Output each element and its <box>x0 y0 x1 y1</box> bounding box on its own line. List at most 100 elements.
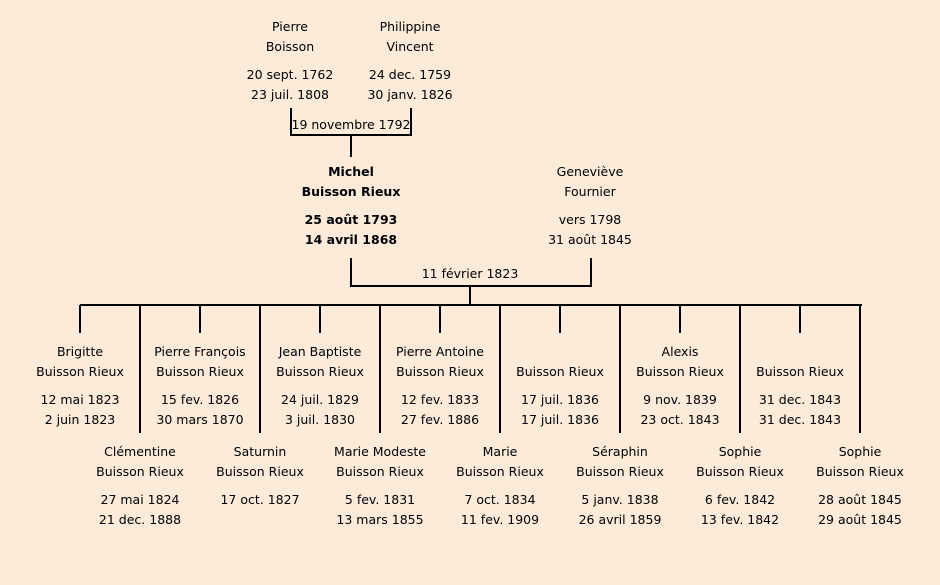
spacer <box>378 382 502 390</box>
death-date: 13 mars 1855 <box>336 512 424 527</box>
birth-date: 17 juil. 1836 <box>521 392 599 407</box>
person-first-name: Sophie <box>718 444 762 459</box>
person-first-name: Séraphin <box>592 444 648 459</box>
child-line <box>259 305 261 433</box>
person-first-name: Pierre François <box>154 344 246 359</box>
child-line <box>139 305 141 433</box>
child-tick <box>439 305 441 333</box>
child-tick <box>559 305 561 333</box>
death-date <box>198 510 322 530</box>
children-bar <box>80 304 862 306</box>
death-date: 23 oct. 1843 <box>640 412 720 427</box>
person-box[interactable]: Buisson Rieux 17 juil. 1836 17 juil. 1836 <box>498 342 622 430</box>
person-first-name: Michel <box>328 164 374 179</box>
marriage-bracket-right <box>590 258 592 287</box>
death-date: 31 août 1845 <box>548 232 632 247</box>
person-first-name: Alexis <box>661 344 699 359</box>
person-first-name: Sophie <box>838 444 882 459</box>
birth-date: 24 juil. 1829 <box>281 392 359 407</box>
birth-date: 9 nov. 1839 <box>643 392 717 407</box>
death-date: 17 juil. 1836 <box>521 412 599 427</box>
person-box[interactable]: Buisson Rieux 31 dec. 1843 31 dec. 1843 <box>738 342 862 430</box>
marriage-bracket-right <box>410 108 412 136</box>
person-last-name: Boisson <box>265 39 315 54</box>
marriage-bracket-left <box>350 258 352 287</box>
marriage-date-parents: 11 février 1823 <box>421 266 519 281</box>
death-date: 2 juin 1823 <box>44 412 116 427</box>
death-date: 11 fev. 1909 <box>460 512 540 527</box>
birth-date: 25 août 1793 <box>304 212 398 227</box>
child-line <box>859 305 861 433</box>
person-first-name: Brigitte <box>56 344 104 359</box>
child-line <box>739 305 741 433</box>
death-date: 31 dec. 1843 <box>758 412 842 427</box>
spacer <box>18 382 142 390</box>
death-date: 3 juil. 1830 <box>284 412 356 427</box>
death-date: 30 janv. 1826 <box>367 87 453 102</box>
death-date: 26 avril 1859 <box>578 512 662 527</box>
birth-date: 5 fev. 1831 <box>344 492 416 507</box>
person-last-name: Vincent <box>386 39 434 54</box>
person-last-name: Buisson Rieux <box>276 364 364 379</box>
person-first-name: Jean Baptiste <box>278 344 362 359</box>
birth-date: 31 dec. 1843 <box>758 392 842 407</box>
person-last-name: Buisson Rieux <box>516 364 604 379</box>
death-date: 27 fev. 1886 <box>400 412 480 427</box>
child-tick <box>199 305 201 333</box>
person-last-name: Buisson Rieux <box>396 364 484 379</box>
spacer <box>528 202 652 210</box>
death-date: 13 fev. 1842 <box>700 512 780 527</box>
person-last-name: Buisson Rieux <box>36 364 124 379</box>
person-last-name: Buisson Rieux <box>156 364 244 379</box>
birth-date: vers 1798 <box>558 212 622 227</box>
spacer <box>798 482 922 490</box>
spacer <box>258 382 382 390</box>
spacer <box>78 482 202 490</box>
person-first-name <box>738 342 862 362</box>
descent-line <box>350 135 352 157</box>
birth-date: 12 fev. 1833 <box>400 392 480 407</box>
spacer <box>618 382 742 390</box>
person-last-name: Buisson Rieux <box>216 464 304 479</box>
person-first-name: Pierre Antoine <box>396 344 484 359</box>
spacer <box>228 57 352 65</box>
spacer <box>438 482 562 490</box>
marriage-bracket-bottom <box>350 285 592 287</box>
child-tick <box>679 305 681 333</box>
person-first-name: Marie <box>482 444 518 459</box>
spacer <box>289 202 413 210</box>
person-first-name: Saturnin <box>233 444 287 459</box>
birth-date: 28 août 1845 <box>818 492 902 507</box>
child-tick <box>799 305 801 333</box>
person-first-name: Geneviève <box>556 164 624 179</box>
spacer <box>558 482 682 490</box>
spacer <box>678 482 802 490</box>
child-line <box>499 305 501 433</box>
person-last-name: Buisson Rieux <box>816 464 904 479</box>
death-date: 29 août 1845 <box>818 512 902 527</box>
spacer <box>348 57 472 65</box>
birth-date: 5 janv. 1838 <box>581 492 659 507</box>
death-date: 30 mars 1870 <box>156 412 244 427</box>
person-last-name: Buisson Rieux <box>756 364 844 379</box>
person-last-name: Buisson Rieux <box>336 464 424 479</box>
death-date: 23 juil. 1808 <box>251 87 329 102</box>
person-last-name: Buisson Rieux <box>456 464 544 479</box>
